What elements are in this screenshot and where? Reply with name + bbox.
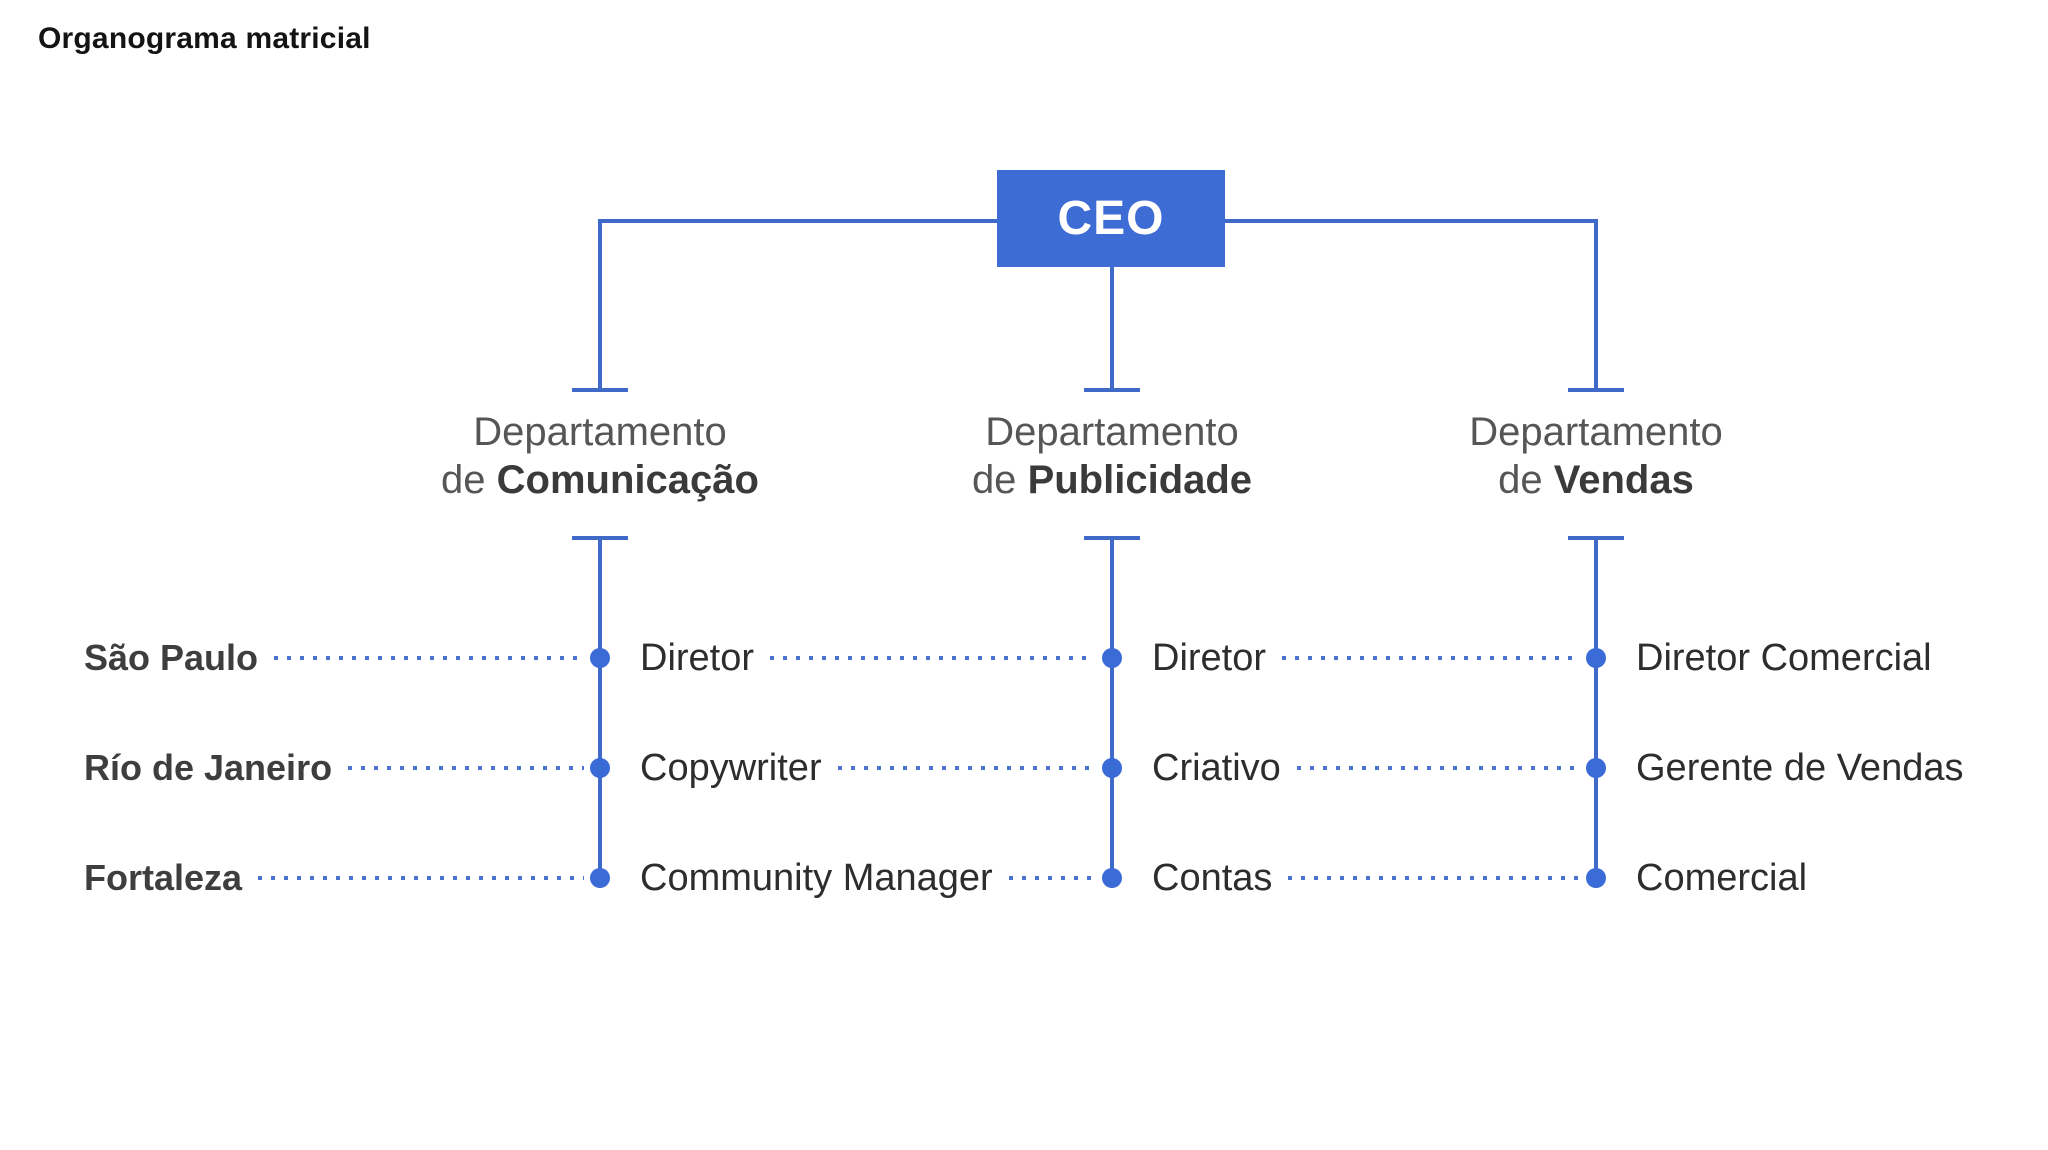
dept-label-publicidade: Departamento de Publicidade <box>972 408 1252 504</box>
dept-label-comunicacao: Departamento de Comunicação <box>441 408 759 504</box>
dept-name: Comunicação <box>496 458 759 502</box>
dotted-connector <box>258 876 584 880</box>
dot-r2c1 <box>590 758 610 778</box>
row-segment: Contas <box>1152 846 1584 910</box>
row-segment: Río de Janeiro <box>84 736 590 800</box>
row-segment: Copywriter <box>640 736 1100 800</box>
dot-r1c1 <box>590 648 610 668</box>
row-segment: Diretor Comercial <box>1636 626 1932 690</box>
role-label: Diretor <box>640 636 755 679</box>
dept-name: Vendas <box>1553 458 1694 502</box>
dept-connector-word: de <box>1498 458 1543 502</box>
role-label: Diretor <box>1152 636 1267 679</box>
dot-r2c3 <box>1586 758 1606 778</box>
dotted-connector <box>274 656 584 660</box>
role-label: Criativo <box>1152 746 1281 789</box>
dept-spine-publicidade <box>1110 538 1114 880</box>
matrix-row-rio-de-janeiro: Río de Janeiro Copywriter Criativo Geren… <box>0 736 2048 800</box>
role-label: Copywriter <box>640 746 822 789</box>
dept-label-vendas: Departamento de Vendas <box>1469 408 1722 504</box>
role-label: Diretor Comercial <box>1636 636 1932 679</box>
row-segment: Diretor <box>640 626 1100 690</box>
dotted-connector <box>837 766 1094 770</box>
row-segment: São Paulo <box>84 626 590 690</box>
connector-terminal-publicidade <box>1084 388 1140 392</box>
dot-r2c2 <box>1102 758 1122 778</box>
dot-r1c2 <box>1102 648 1122 668</box>
dotted-connector <box>1282 656 1578 660</box>
role-label: Contas <box>1152 856 1273 899</box>
matrix-row-sao-paulo: São Paulo Diretor Diretor Diretor Comerc… <box>0 626 2048 690</box>
dotted-connector <box>1288 876 1578 880</box>
dot-r3c2 <box>1102 868 1122 888</box>
dot-r3c3 <box>1586 868 1606 888</box>
dot-r1c3 <box>1586 648 1606 668</box>
row-segment: Gerente de Vendas <box>1636 736 1963 800</box>
location-label: Fortaleza <box>84 857 243 898</box>
dotted-connector <box>1296 766 1578 770</box>
ceo-label: CEO <box>1057 192 1165 245</box>
connector-terminal-vendas <box>1568 388 1624 392</box>
connector-terminal-comunicacao <box>572 388 628 392</box>
dot-r3c1 <box>590 868 610 888</box>
role-label: Gerente de Vendas <box>1636 746 1964 789</box>
connector-drop-vendas <box>1594 219 1598 390</box>
dept-connector-word: de <box>441 458 486 502</box>
dept-word: Departamento <box>473 410 727 454</box>
connector-drop-comunicacao <box>598 219 602 390</box>
row-segment: Community Manager <box>640 846 1100 910</box>
dept-spine-vendas <box>1594 538 1598 880</box>
dotted-connector <box>770 656 1094 660</box>
dotted-connector <box>348 766 584 770</box>
location-label: Río de Janeiro <box>84 747 333 788</box>
row-segment: Diretor <box>1152 626 1584 690</box>
row-segment: Comercial <box>1636 846 1807 910</box>
page-title: Organograma matricial <box>38 22 371 55</box>
location-label: São Paulo <box>84 637 259 678</box>
dept-connector-word: de <box>971 458 1017 502</box>
connector-drop-publicidade <box>1110 266 1114 390</box>
dept-word: Departamento <box>985 410 1239 454</box>
dept-name: Publicidade <box>1027 458 1253 502</box>
row-segment: Fortaleza <box>84 846 590 910</box>
dept-spine-comunicacao <box>598 538 602 880</box>
role-label: Community Manager <box>640 856 993 899</box>
dotted-connector <box>1008 876 1094 880</box>
role-label: Comercial <box>1636 856 1808 899</box>
dept-word: Departamento <box>1469 410 1723 454</box>
matrix-row-fortaleza: Fortaleza Community Manager Contas Comer… <box>0 846 2048 910</box>
ceo-node: CEO <box>997 170 1225 267</box>
row-segment: Criativo <box>1152 736 1584 800</box>
